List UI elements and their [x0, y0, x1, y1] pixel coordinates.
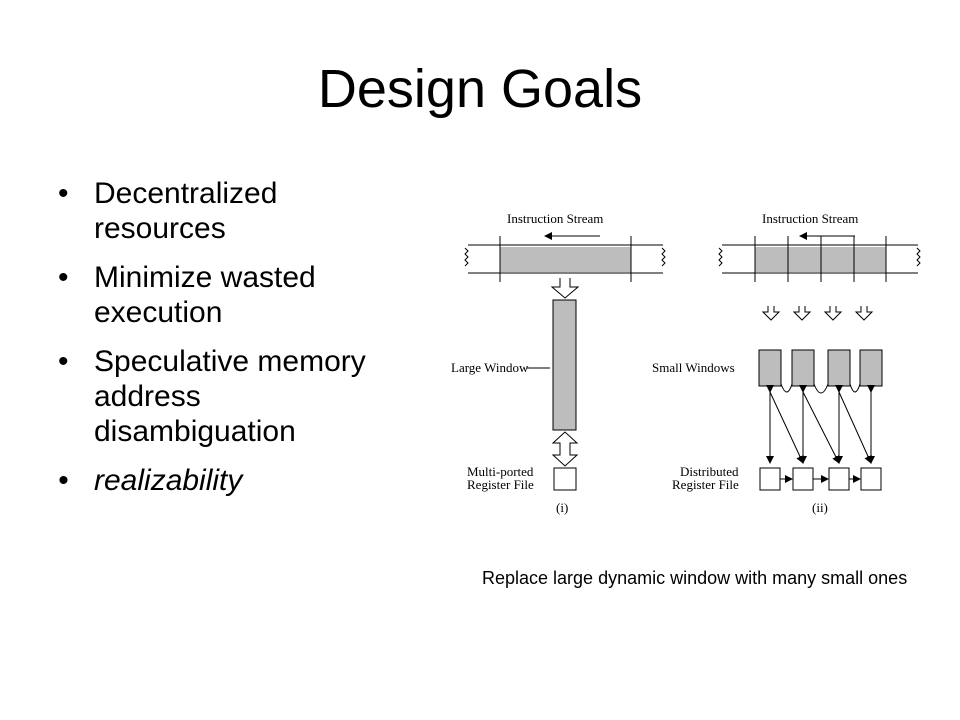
instruction-stream-label: Instruction Stream [507, 211, 603, 226]
panel-small-windows: Instruction Stream Small Windows [652, 211, 921, 515]
small-window-block [859, 349, 883, 387]
distributed-register-file [860, 467, 882, 491]
dispatch-arrow-icon [761, 306, 781, 321]
regfile-label-line-2: Register File [672, 477, 739, 492]
dispatch-arrow-icon [854, 306, 874, 321]
window-link-curve [849, 383, 861, 393]
figure-caption: Replace large dynamic window with many s… [482, 568, 908, 588]
window-regfile-diagonal-link [838, 391, 872, 464]
break-mark [718, 247, 723, 267]
regfile-label-line-2: Register File [467, 477, 534, 492]
queue-occupied-segment [500, 247, 631, 272]
window-regfile-diagonal-link [802, 391, 840, 464]
bidirectional-arrow-icon [551, 431, 579, 467]
multiported-register-file [553, 467, 577, 491]
small-windows-label: Small Windows [652, 360, 735, 375]
break-mark [661, 247, 666, 267]
distributed-register-file [828, 467, 850, 491]
instruction-stream-label: Instruction Stream [762, 211, 858, 226]
small-window-block [827, 349, 851, 387]
large-window-block [552, 299, 577, 431]
distributed-register-file [792, 467, 814, 491]
panel-label-ii: (ii) [812, 500, 828, 515]
slide-title: Design Goals [317, 59, 643, 119]
panel-label-i: (i) [556, 500, 568, 515]
window-link-curve [813, 383, 829, 394]
dispatch-arrow-icon [792, 306, 812, 321]
break-mark [916, 247, 921, 267]
small-window-block [791, 349, 815, 387]
dispatch-arrow-icon [823, 306, 843, 321]
dispatch-arrow-icon [550, 278, 580, 299]
regfile-label-line-1: Multi-ported [467, 464, 534, 479]
panel-large-window: Instruction Stream Large Window Multi-po… [451, 211, 666, 515]
large-window-label: Large Window [451, 360, 529, 375]
window-link-curve [780, 383, 793, 393]
bullet-item: realizability [58, 463, 438, 498]
regfile-label-line-1: Distributed [680, 464, 739, 479]
distributed-register-file [759, 467, 781, 491]
break-mark [464, 247, 469, 267]
small-window-block [758, 349, 782, 387]
window-regfile-diagonal-link [769, 391, 804, 464]
